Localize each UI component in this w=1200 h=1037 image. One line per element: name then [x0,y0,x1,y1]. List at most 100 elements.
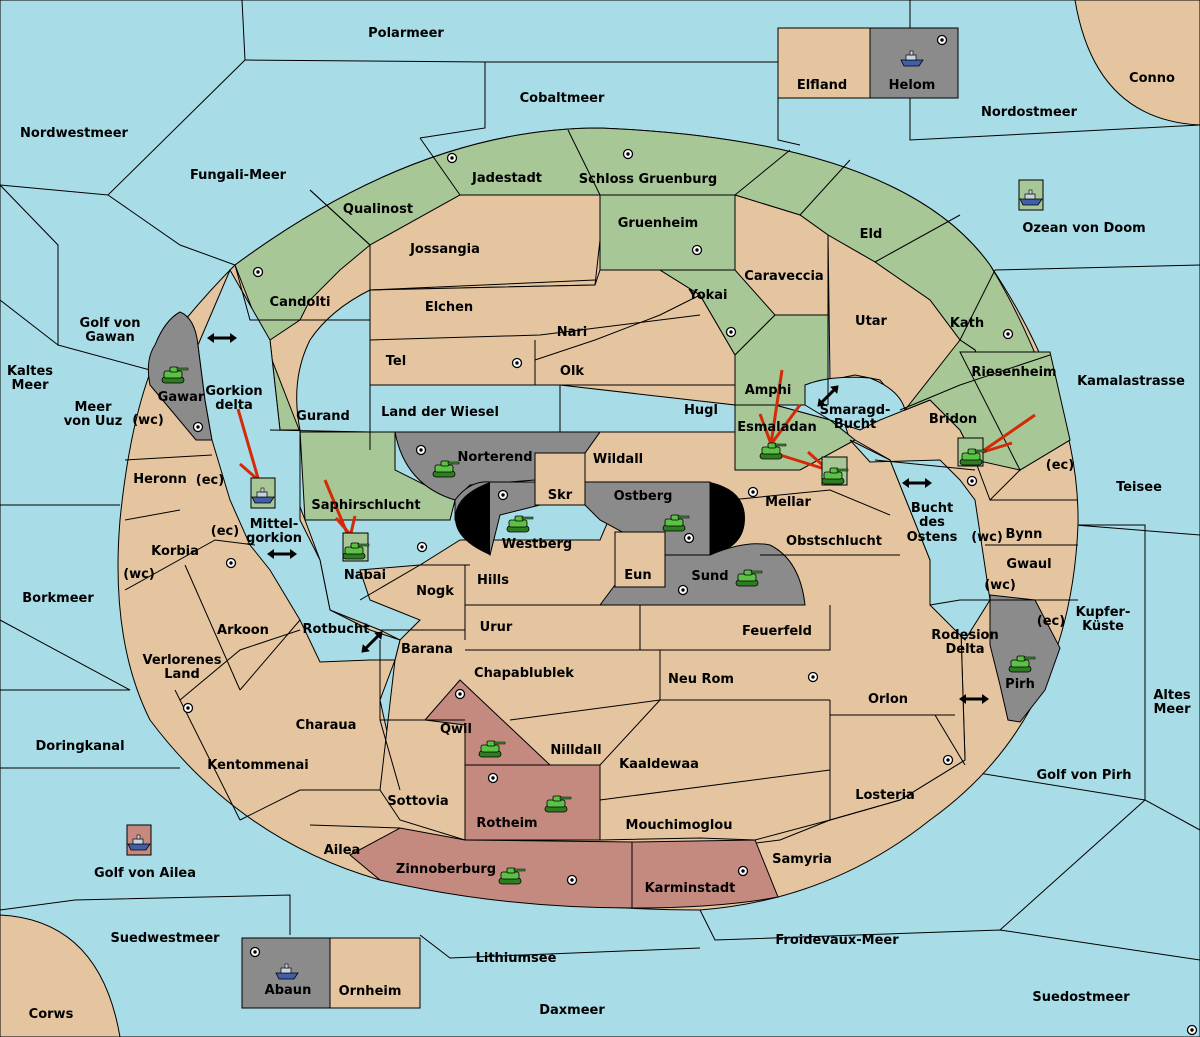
label-coast-wc-bynn: (wc) [971,530,1003,545]
label-lithiumsee: Lithiumsee [476,951,557,966]
label-riesenheim: Riesenheim [971,365,1056,380]
red-arrow-icon [236,408,260,479]
label-urur: Urur [480,620,513,635]
label-westberg: Westberg [502,537,572,552]
supply-center-icon [691,244,703,256]
label-eun: Eun [624,568,651,583]
region-gruenheim[interactable] [599,194,736,271]
red-arrow-icon [334,517,351,534]
label-verlorenes-land-1: Verlorenes [142,653,221,668]
label-coast-ec-korbia: (ec) [211,524,239,539]
region-rotheim[interactable] [464,764,601,841]
label-coast-wc-gawar: (wc) [132,413,164,428]
label-coast-ec-heronn: (ec) [196,473,224,488]
region-eun[interactable] [614,531,666,588]
label-saphirschlucht: Saphirschlucht [311,498,420,513]
region-karminstadt[interactable] [631,839,779,909]
label-samyria: Samyria [772,852,832,867]
label-wildall: Wildall [593,452,643,467]
label-golf-von-gawan-2: Gawan [85,330,134,345]
region-ornheim[interactable] [329,937,421,1009]
label-smaragd-bucht-2: Bucht [834,417,876,432]
label-zinnoberburg: Zinnoberburg [396,862,496,877]
label-corws: Corws [29,1007,74,1022]
supply-center-icon [942,754,954,766]
label-bucht-des-ostens-2: des [919,515,945,530]
region-sund[interactable] [599,543,806,606]
label-borkmeer: Borkmeer [22,591,94,606]
region-corws[interactable] [0,914,121,1037]
label-ailea: Ailea [324,843,361,858]
supply-center-icon [416,541,428,553]
supply-center-icon [252,266,264,278]
label-skr: Skr [548,488,573,503]
label-qualinost: Qualinost [343,202,413,217]
label-meer-von-uuz-1: Meer [75,400,113,415]
label-ostberg: Ostberg [614,489,673,504]
label-polarmeer: Polarmeer [368,26,444,41]
label-golf-von-pirh: Golf von Pirh [1036,768,1131,783]
supply-center-icon [677,584,689,596]
label-kaltes-meer-1: Kaltes [7,364,53,379]
label-norterend: Norterend [457,450,532,465]
red-arrow-icon [770,404,802,444]
region-skr[interactable] [534,452,586,506]
red-arrow-icon [323,479,349,534]
label-cobaltmeer: Cobaltmeer [520,91,605,106]
supply-center-icon [725,326,737,338]
supply-center-icon [182,702,194,714]
supply-center-icon [1186,1024,1198,1036]
label-gwaul: Gwaul [1006,557,1051,572]
label-kath: Kath [950,316,984,331]
label-froidevaux-meer: Froidevaux-Meer [775,933,899,948]
label-barana: Barana [401,642,453,657]
supply-center-icon [737,865,749,877]
region-riesenheim[interactable] [959,351,1071,471]
label-schloss-gruenburg: Schloss Gruenburg [579,172,717,187]
label-kupfer-kueste-1: Kupfer- [1076,605,1131,620]
label-eld: Eld [860,227,883,242]
label-suedwestmeer: Suedwestmeer [110,931,220,946]
region-borders [124,129,1078,841]
label-gorkion-delta-1: Gorkion [205,384,262,399]
supply-center-icon [446,152,458,164]
label-golf-von-gawan-1: Golf von [80,316,141,331]
label-heronn: Heronn [133,472,187,487]
supply-center-icon [249,946,261,958]
label-kamalastrasse: Kamalastrasse [1077,374,1185,389]
label-jossangia: Jossangia [409,242,480,257]
label-nordwestmeer: Nordwestmeer [20,126,128,141]
label-mouchimoglou: Mouchimoglou [626,818,733,833]
supply-center-icon [487,772,499,784]
label-ornheim: Ornheim [339,984,402,999]
label-rodesion-delta-1: Rodesion [931,628,998,643]
label-gurand: Gurand [296,409,350,424]
region-riesenheim-inner [903,339,1021,471]
label-mittelgorkion-2: gorkion [246,531,302,546]
label-fungali-meer: Fungali-Meer [190,168,287,183]
label-meer-von-uuz-2: von Uuz [64,414,123,429]
label-daxmeer: Daxmeer [539,1003,605,1018]
label-verlorenes-land-2: Land [164,667,200,682]
region-elfland[interactable] [777,27,871,99]
label-conno: Conno [1129,71,1175,86]
label-gruenheim: Gruenheim [618,216,698,231]
label-mittelgorkion-1: Mittel- [250,517,299,532]
labels: Polarmeer Cobaltmeer Elfland Helom Conno… [7,26,1191,1022]
label-candolti: Candolti [270,295,331,310]
mountain-west [455,482,490,555]
label-doringkanal: Doringkanal [35,739,124,754]
region-qwil[interactable] [424,679,552,766]
region-conno[interactable] [1074,0,1200,126]
label-hugl: Hugl [684,403,718,418]
label-esmaladan: Esmaladan [737,420,817,435]
red-arrow-icon [349,515,357,534]
label-nilldall: Nilldall [550,743,601,758]
supply-center-icon [966,475,978,487]
label-land-der-wiesel: Land der Wiesel [381,405,499,420]
label-kentommenai: Kentommenai [207,758,308,773]
label-coast-wc-gwaul: (wc) [984,578,1016,593]
label-bucht-des-ostens-3: Ostens [907,530,958,545]
